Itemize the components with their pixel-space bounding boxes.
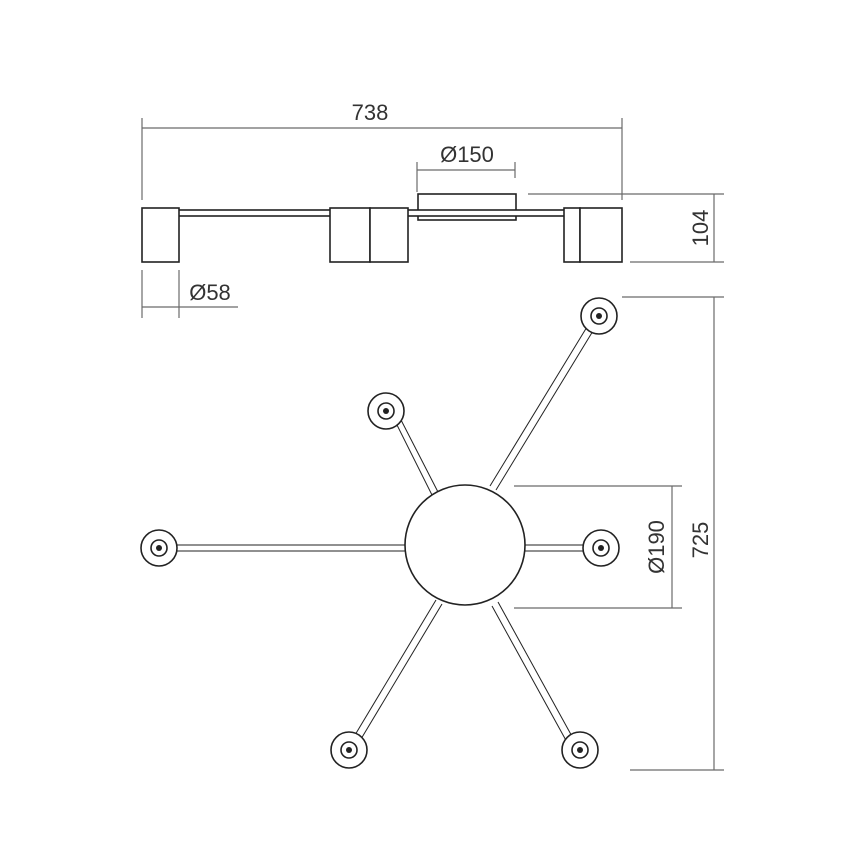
svg-text:Ø150: Ø150 [440, 142, 494, 167]
spot-heads [140, 297, 620, 769]
dim-base-top: Ø190 [514, 485, 682, 609]
side-view [141, 193, 623, 263]
top-view [140, 297, 620, 769]
dim-total-depth: 725 [622, 296, 724, 771]
label-738: 738 [352, 100, 389, 125]
svg-text:725: 725 [688, 522, 713, 559]
base-circle [404, 484, 526, 606]
dim-total-width: 738 [141, 100, 623, 200]
dim-base-side: Ø150 [416, 142, 516, 192]
svg-text:Ø190: Ø190 [644, 520, 669, 574]
svg-text:Ø58: Ø58 [189, 280, 231, 305]
svg-text:104: 104 [688, 210, 713, 247]
dim-spot: Ø58 [141, 270, 238, 318]
dim-height: 104 [528, 193, 724, 263]
